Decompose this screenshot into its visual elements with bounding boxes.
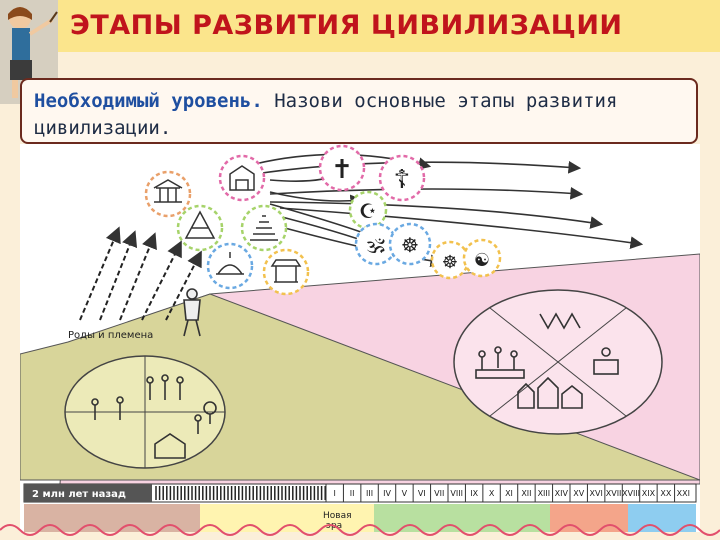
century-label: VIII (450, 489, 463, 498)
century-label: XVIII (622, 489, 640, 498)
tribe-arrows (79, 226, 202, 321)
industrial-society-ellipse (453, 289, 663, 435)
century-label: XX (660, 489, 671, 498)
timeline-start-label: 2 млн лет назад (32, 489, 126, 500)
century-label: X (489, 489, 495, 498)
religion-icons: ✝ ☦ ☪ 🕉 ☸ ☸ ☯ (318, 144, 502, 280)
century-label: XVI (589, 489, 602, 498)
yin-yang-icon: ☯ (474, 250, 490, 271)
islam-icon: ☪ (359, 199, 377, 223)
dharma-wheel-icon: ☸ (401, 233, 419, 257)
ancient-civilization-icons (144, 154, 310, 296)
century-label: IX (470, 489, 478, 498)
civilization-diagram: Роды и племена (20, 144, 700, 532)
century-label: II (350, 489, 355, 498)
orthodox-cross-icon: ☦ (394, 165, 411, 195)
century-label: XV (573, 489, 584, 498)
decorative-border (0, 524, 720, 536)
buddhism-wheel-icon: ☸ (442, 252, 458, 273)
christianity-icon: ✝ (331, 155, 353, 185)
era-block (24, 504, 200, 532)
slide-title: ЭТАПЫ РАЗВИТИЯ ЦИВИЛИЗАЦИИ (70, 10, 623, 41)
century-label: XIII (538, 489, 551, 498)
era-block (200, 504, 374, 532)
warrior-icon (183, 288, 201, 337)
century-label: III (366, 489, 373, 498)
century-label: I (334, 489, 336, 498)
century-label: XIV (555, 489, 569, 498)
century-label: XXI (677, 489, 690, 498)
century-label: IV (383, 489, 391, 498)
century-label: XII (521, 489, 531, 498)
hinduism-icon: 🕉 (367, 233, 385, 257)
century-label: XVII (606, 489, 622, 498)
century-label: VI (418, 489, 426, 498)
century-label: VII (434, 489, 444, 498)
primitive-society-ellipse (64, 355, 226, 469)
task-box: Необходимый уровень. Назови основные эта… (20, 78, 698, 144)
century-label: XIX (642, 489, 656, 498)
tribes-label: Роды и племена (68, 330, 153, 341)
century-label: V (402, 489, 408, 498)
title-bar (44, 0, 720, 52)
diagram-canvas: Роды и племена (20, 144, 700, 532)
century-label: XI (505, 489, 513, 498)
task-text: Необходимый уровень. Назови основные эта… (34, 88, 684, 142)
new-era-label-1: Новая (323, 511, 352, 521)
task-level: Необходимый уровень. (34, 90, 263, 112)
task-body: Назови основные этапы развития цивилизац… (34, 90, 618, 139)
teacher-illustration (0, 0, 58, 104)
